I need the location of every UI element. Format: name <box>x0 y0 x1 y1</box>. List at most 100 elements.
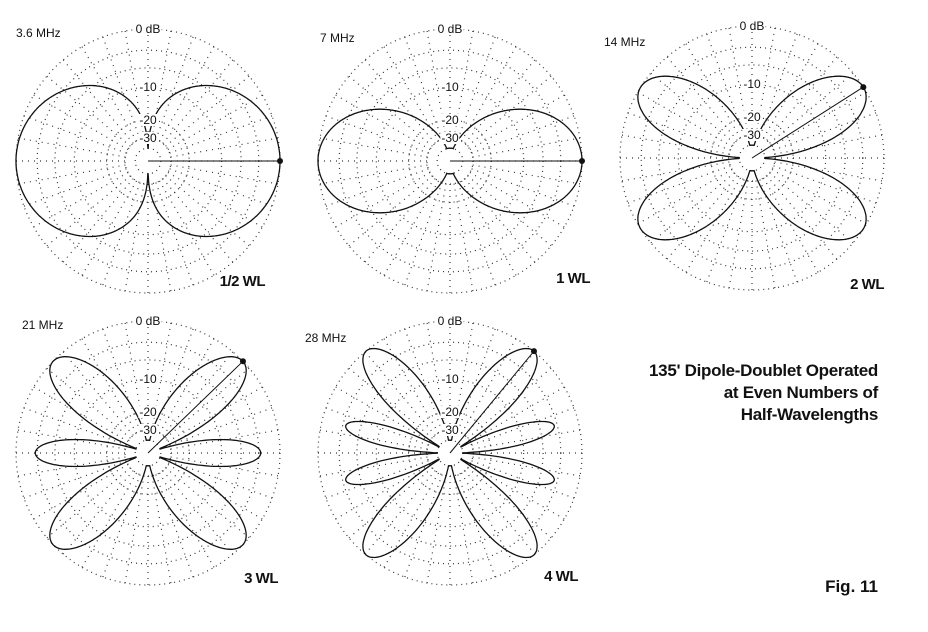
grid-ring <box>356 359 544 547</box>
grid-radial <box>383 180 440 276</box>
grid-radial <box>472 429 581 450</box>
ring-label: 0 dB <box>738 19 766 33</box>
grid-radial <box>46 367 131 439</box>
grid-radial <box>23 460 127 499</box>
ring-label: -20 <box>742 109 762 124</box>
ring-label: -20 <box>138 112 158 127</box>
grid-radial <box>383 46 440 142</box>
grid-radial <box>685 177 742 273</box>
grid-radial <box>404 36 443 140</box>
grid-radial <box>364 351 436 436</box>
grid-radial <box>627 112 731 151</box>
grid-radial <box>637 168 733 225</box>
grid-ring <box>15 320 281 586</box>
pattern-4 <box>34 356 262 550</box>
grid-radial <box>469 463 565 520</box>
grid-radial <box>769 72 854 144</box>
pattern-3 <box>637 75 867 241</box>
grid-radial <box>23 407 127 446</box>
grid-radial <box>158 338 215 434</box>
grid-radial <box>325 407 429 446</box>
grid-radial <box>102 36 141 140</box>
grid-radial <box>460 180 517 276</box>
grid-radial <box>33 171 129 228</box>
grid-radial <box>62 59 134 144</box>
grid-radial <box>335 463 431 520</box>
grid-radial <box>46 175 131 247</box>
ring-label: -30 <box>138 423 158 438</box>
grid-radial <box>325 115 429 154</box>
pattern-2 <box>317 108 583 214</box>
grid-radial <box>773 112 877 151</box>
grid-radial <box>155 474 194 578</box>
grid-radial <box>650 172 735 244</box>
peak-direction-line <box>147 360 244 454</box>
grid-radial <box>151 475 172 584</box>
grid-radial <box>666 56 738 141</box>
grid-radial <box>627 165 731 204</box>
plot4-length-label: 3 WL <box>244 570 278 587</box>
grid-radial <box>167 171 263 228</box>
grid-radial <box>762 177 819 273</box>
grid-radial <box>162 178 234 263</box>
grid-radial <box>426 475 447 584</box>
grid-radial <box>364 59 436 144</box>
grid-radial <box>460 46 517 142</box>
grid-ring <box>317 320 583 586</box>
grid-radial <box>81 472 138 568</box>
grid-radial <box>621 134 730 155</box>
grid-radial <box>23 115 127 154</box>
grid-radial <box>769 172 854 244</box>
grid-radial <box>124 475 145 584</box>
grid-radial <box>62 470 134 555</box>
grid-ring <box>619 25 885 291</box>
grid-radial <box>325 460 429 499</box>
grid-radial <box>165 467 250 539</box>
grid-radial <box>102 474 141 578</box>
grid-radial <box>167 386 263 443</box>
grid-radial <box>472 137 581 158</box>
grid-radial <box>319 164 428 185</box>
grid-radial <box>158 472 215 568</box>
grid-radial <box>170 137 279 158</box>
grid-radial <box>666 175 738 260</box>
plot1-frequency-label: 3.6 MHz <box>16 26 61 40</box>
grid-radial <box>162 59 234 144</box>
ring-label: 0 dB <box>134 314 162 328</box>
grid-radial <box>348 175 433 247</box>
grid-radial <box>17 137 126 158</box>
ring-label: -10 <box>138 80 158 95</box>
grid-radial <box>319 137 428 158</box>
grid-radial <box>165 175 250 247</box>
grid-ring <box>677 83 827 233</box>
grid-radial <box>170 164 279 185</box>
grid-radial <box>364 470 436 555</box>
grid-radial <box>471 115 575 154</box>
grid-radial <box>81 338 138 434</box>
grid-radial <box>158 46 215 142</box>
grid-radial <box>102 182 141 286</box>
grid-radial <box>325 168 429 207</box>
plot3-length-label: 2 WL <box>850 276 884 293</box>
grid-radial <box>335 94 431 151</box>
grid-radial <box>457 36 496 140</box>
grid-radial <box>467 367 552 439</box>
grid-radial <box>383 472 440 568</box>
grid-radial <box>102 328 141 432</box>
ring-label: -30 <box>742 128 762 143</box>
grid-radial <box>335 386 431 443</box>
grid-radial <box>23 168 127 207</box>
grid-radial <box>158 180 215 276</box>
plot5-frequency-label: 28 MHz <box>305 331 347 345</box>
grid-ring <box>36 341 260 565</box>
ring-label: -10 <box>742 77 762 92</box>
grid-radial <box>364 178 436 263</box>
ring-label: 0 dB <box>436 314 464 328</box>
grid-radial <box>348 367 433 439</box>
grid-radial <box>348 75 433 147</box>
plot2-frequency-label: 7 MHz <box>320 31 355 45</box>
grid-radial <box>33 94 129 151</box>
grid-ring <box>73 378 223 528</box>
title-line-2: at Even Numbers of <box>723 383 879 402</box>
ring-label: -10 <box>138 372 158 387</box>
